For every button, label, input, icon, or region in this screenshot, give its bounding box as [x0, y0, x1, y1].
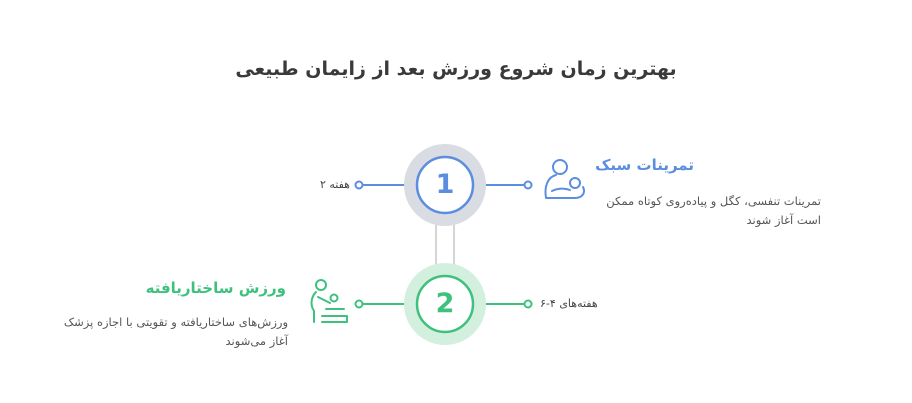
step-2-inner-circle [415, 274, 475, 334]
step-1-week-label: هفته ۲ [319, 178, 350, 191]
mother-baby-icon [544, 159, 585, 199]
connector-bar [435, 223, 455, 267]
step-1-inner-circle [415, 155, 475, 215]
step-1-number: 1 [435, 169, 455, 200]
page-title: بهترین زمان شروع ورزش بعد از زایمان طبیع… [235, 58, 677, 80]
step-2-number: 2 [435, 288, 455, 319]
step-1-description: تمرینات تنفسی، کگل و پیاده‌روی کوتاه ممک… [606, 194, 821, 227]
step-1-node [354, 144, 533, 226]
step-2-week-label: هفته‌های ۴-۶ [540, 297, 598, 310]
step-1-title: تمرینات سبک [595, 156, 694, 174]
step-2-description: ورزش‌های ساختاریافته و تقویتی با اجازه پ… [63, 315, 288, 348]
step-2-node [354, 263, 533, 345]
mother-baby-care-icon [310, 279, 348, 323]
step-2-title: ورزش ساختاریافته [145, 279, 286, 297]
